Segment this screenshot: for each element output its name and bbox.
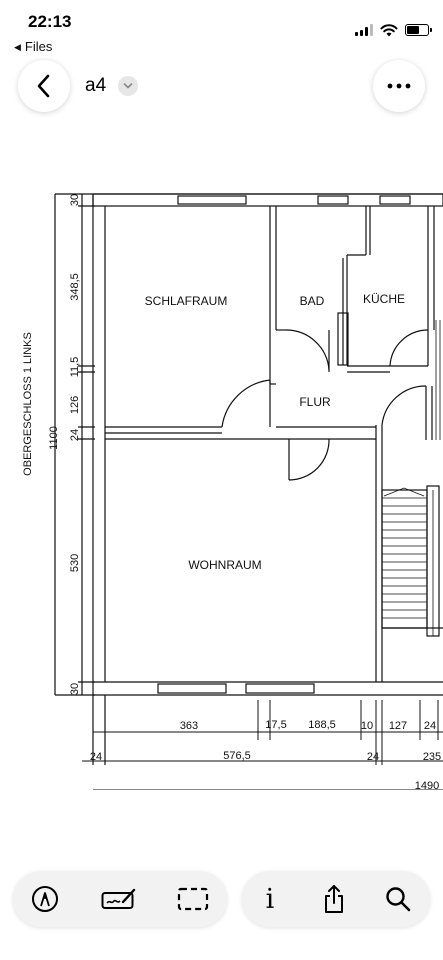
- back-app-label: Files: [24, 39, 53, 54]
- dim-bottom-wall: 30: [69, 683, 81, 695]
- dim-1490: 1490: [415, 780, 439, 790]
- search-button[interactable]: [378, 879, 418, 919]
- dim-24-mid: 24: [367, 751, 379, 763]
- markup-button[interactable]: [25, 879, 65, 919]
- dim-126: 126: [69, 396, 81, 414]
- nav-header: a4: [0, 58, 443, 114]
- info-button[interactable]: i: [250, 879, 290, 919]
- status-icons: [355, 22, 432, 38]
- document-toolbar: i: [242, 871, 430, 927]
- markup-toolbar: [13, 871, 227, 927]
- room-label-flur: FLUR: [299, 395, 331, 409]
- battery-icon: [405, 24, 432, 36]
- side-label: OBERGESCHLOSS 1 LINKS: [22, 332, 34, 476]
- chevron-down-icon: [123, 83, 133, 89]
- signal-icon: [355, 24, 373, 36]
- share-icon: [325, 885, 343, 913]
- signature-icon: [101, 888, 136, 909]
- document-title[interactable]: a4: [85, 75, 107, 96]
- dim-top-wall: 30: [69, 194, 81, 206]
- wifi-icon: [380, 23, 398, 36]
- status-bar: 22:13 ◀Files: [0, 0, 443, 58]
- room-label-kueche: KÜCHE: [363, 292, 405, 306]
- floor-plan[interactable]: SCHLAFRAUM BAD KÜCHE FLUR WOHNRAUM OBERG…: [0, 180, 443, 792]
- dim-363: 363: [180, 720, 198, 732]
- status-time: 22:13: [28, 12, 72, 31]
- markup-icon: [32, 886, 58, 912]
- dim-127: 127: [389, 720, 407, 732]
- more-icon: [387, 83, 411, 89]
- dim-11-5: 11,5: [69, 357, 81, 378]
- more-button[interactable]: [373, 60, 425, 112]
- dim-188-5: 188,5: [308, 719, 336, 731]
- room-label-schlafraum: SCHLAFRAUM: [145, 294, 228, 308]
- dim-24-right: 24: [424, 720, 436, 732]
- dim-576-5: 576,5: [223, 750, 251, 762]
- dim-24-left: 24: [90, 751, 102, 763]
- dim-24: 24: [69, 429, 81, 441]
- info-icon: i: [265, 883, 275, 915]
- dim-235: 235: [423, 751, 441, 763]
- room-label-bad: BAD: [300, 294, 325, 308]
- back-button[interactable]: [18, 60, 70, 112]
- share-button[interactable]: [314, 879, 354, 919]
- selection-button[interactable]: [173, 879, 213, 919]
- chevron-left-icon: [37, 74, 50, 98]
- signature-button[interactable]: [99, 879, 139, 919]
- dim-10: 10: [361, 720, 373, 732]
- search-icon: [386, 887, 411, 912]
- back-triangle-icon: ◀: [14, 42, 21, 52]
- dim-wohnraum-depth: 530: [69, 554, 81, 572]
- dim-schlafraum-depth: 348,5: [69, 273, 81, 301]
- room-label-wohnraum: WOHNRAUM: [188, 558, 261, 572]
- back-to-app-link[interactable]: ◀Files: [14, 39, 52, 54]
- dim-17-5: 17,5: [265, 719, 286, 731]
- floor-plan-drawing: SCHLAFRAUM BAD KÜCHE FLUR WOHNRAUM OBERG…: [22, 193, 443, 792]
- selection-icon: [177, 887, 209, 911]
- dim-total-height: 1100: [48, 426, 60, 450]
- title-menu-button[interactable]: [118, 76, 138, 96]
